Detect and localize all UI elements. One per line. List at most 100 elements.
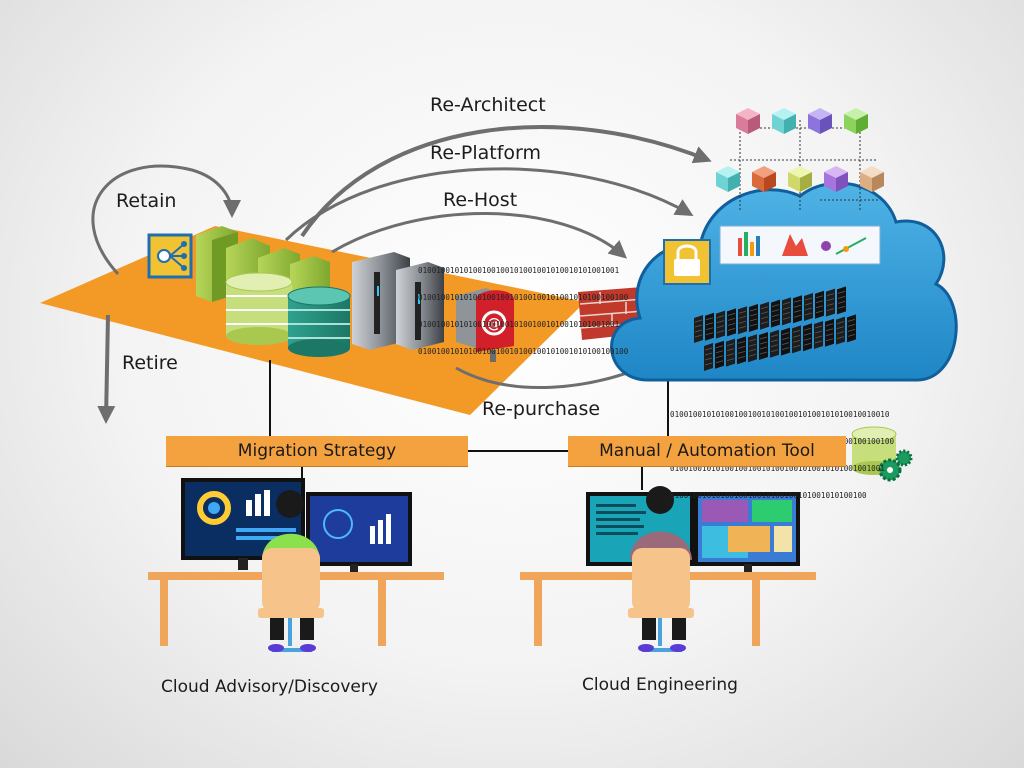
server-blade-vent bbox=[760, 321, 769, 325]
server-blade-vent bbox=[715, 350, 724, 354]
binary-line: 0100100101010010010010100100101001010100… bbox=[418, 320, 620, 329]
server-blade-vent bbox=[837, 301, 846, 304]
server-blade-vent bbox=[770, 344, 779, 348]
server-blade-vent bbox=[759, 341, 768, 345]
cube bbox=[844, 108, 868, 134]
server-blade-vent bbox=[760, 311, 769, 315]
binary-line: 0100100101010010010010100100101001010100… bbox=[670, 464, 885, 473]
server-blade-vent bbox=[759, 346, 768, 350]
re-host-arrow bbox=[331, 212, 628, 259]
re-architect-label: Re-Architect bbox=[430, 94, 546, 116]
server-blade-vent bbox=[726, 343, 735, 346]
server-blade-vent bbox=[738, 315, 747, 319]
binary-line: 0100100101010010010010100100101001010100… bbox=[670, 491, 867, 500]
server-blade bbox=[825, 318, 834, 347]
server-blade bbox=[737, 336, 746, 365]
server-blade-vent bbox=[825, 338, 834, 342]
gears-icon bbox=[851, 426, 913, 482]
server-blade-vent bbox=[771, 314, 780, 317]
server-blade-vent bbox=[826, 293, 835, 296]
server-blade-vent bbox=[803, 327, 812, 331]
server-blade-vent bbox=[759, 351, 768, 355]
server-blade-vent bbox=[815, 305, 824, 309]
server-blade-vent bbox=[727, 323, 736, 326]
server-blade-vent bbox=[804, 297, 813, 301]
server-blade-vent bbox=[793, 299, 802, 303]
server-blade-vent bbox=[825, 333, 834, 337]
server-blade-vent bbox=[782, 307, 791, 310]
server-blade bbox=[814, 321, 823, 349]
server-blade-vent bbox=[815, 310, 824, 314]
server-blade bbox=[782, 297, 791, 326]
monitor bbox=[694, 492, 800, 572]
server-blade-vent bbox=[804, 307, 813, 311]
server-blade-vent bbox=[737, 346, 746, 349]
cloud-advisory-caption: Cloud Advisory/Discovery bbox=[161, 677, 378, 697]
server-blade-vent bbox=[770, 334, 779, 338]
server-blade-vent bbox=[727, 328, 736, 331]
cube bbox=[716, 166, 740, 192]
server-blade-vent bbox=[716, 315, 725, 318]
binary-line: 0100100101010010010010100100101001010100… bbox=[418, 293, 629, 302]
server-blade-vent bbox=[716, 320, 725, 323]
retain-arrow bbox=[91, 164, 241, 276]
server-blade-vent bbox=[815, 295, 824, 299]
server-blade bbox=[726, 338, 735, 367]
server-blade-vent bbox=[715, 355, 724, 359]
server-blade-vent bbox=[792, 335, 801, 338]
server-blade-vent bbox=[726, 353, 735, 356]
server-blade-vent bbox=[716, 325, 725, 328]
mail-server-icon: @ bbox=[456, 288, 514, 362]
server-blade bbox=[727, 308, 736, 337]
server-blade-vent bbox=[749, 323, 758, 327]
server-blade-vent bbox=[793, 314, 802, 318]
engineering-workstation bbox=[520, 486, 816, 652]
server-blade bbox=[748, 334, 757, 363]
server-blade-vent bbox=[704, 352, 713, 356]
cube bbox=[824, 166, 848, 192]
server-blade-vent bbox=[814, 330, 823, 334]
server-blade bbox=[826, 288, 835, 317]
re-host-label: Re-Host bbox=[443, 189, 518, 211]
server-blade bbox=[815, 290, 824, 319]
automation-tool-bar: Manual / Automation Tool bbox=[568, 436, 846, 466]
server-blade-vent bbox=[814, 340, 823, 344]
server-blade-vent bbox=[837, 291, 846, 294]
server-blade bbox=[837, 286, 846, 315]
cube bbox=[752, 166, 776, 192]
retire-arrow bbox=[97, 314, 116, 424]
server-blade-vent bbox=[836, 331, 845, 334]
server-blade-vent bbox=[836, 321, 845, 324]
binary-stream-on-premise: 0100100101010010010010100100101001010100… bbox=[418, 248, 628, 365]
server-blade-vent bbox=[770, 349, 779, 353]
re-platform-label: Re-Platform bbox=[430, 142, 542, 164]
retire-label: Retire bbox=[122, 352, 178, 374]
re-platform-arrow bbox=[284, 167, 694, 242]
server-blade-vent bbox=[803, 342, 812, 346]
server-blade-vent bbox=[771, 319, 780, 322]
server-blade-vent bbox=[704, 362, 713, 366]
server-blade-vent bbox=[748, 343, 757, 347]
cube bbox=[736, 108, 760, 134]
server-blade bbox=[781, 327, 790, 356]
server-blade bbox=[705, 312, 714, 341]
server-blade-vent bbox=[727, 318, 736, 321]
server-blade-vent bbox=[826, 303, 835, 306]
database-icon bbox=[225, 272, 293, 345]
server-blade-vent bbox=[737, 351, 746, 354]
server-blade-vent bbox=[737, 356, 746, 359]
server-blade bbox=[803, 323, 812, 352]
server-blade-vent bbox=[694, 319, 703, 323]
server-blade-vent bbox=[847, 329, 856, 332]
server-blade-vent bbox=[836, 336, 845, 339]
migration-strategy-bar: Migration Strategy bbox=[166, 436, 468, 466]
server-blade bbox=[749, 304, 758, 332]
database-icon bbox=[287, 286, 351, 357]
server-blade-vent bbox=[793, 309, 802, 313]
server-blade-vent bbox=[738, 310, 747, 314]
server-blade-vent bbox=[749, 308, 758, 312]
monitor bbox=[306, 492, 412, 572]
binary-line: 0100100101010010010010100100101001010100… bbox=[670, 410, 890, 419]
server-blade-vent bbox=[704, 357, 713, 361]
